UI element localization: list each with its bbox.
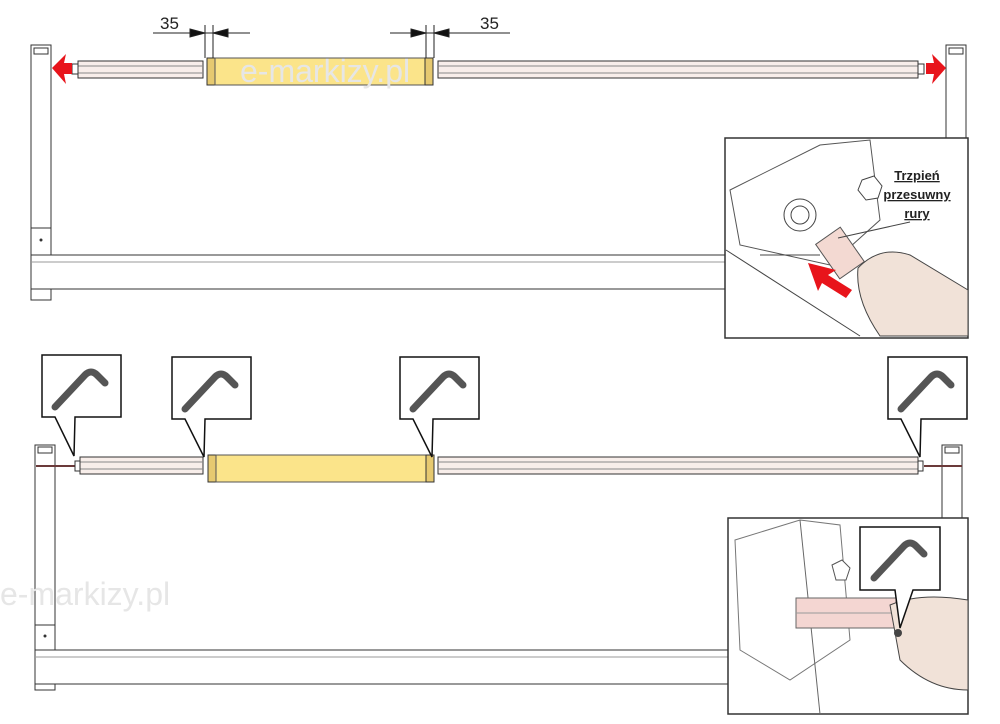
hex-key-callout-3 xyxy=(399,356,480,458)
bottom-panel: e-markizy.pl xyxy=(0,354,969,715)
left-roller-tube xyxy=(71,60,204,79)
watermark: e-markizy.pl xyxy=(0,576,170,612)
right-roller-tube xyxy=(437,456,924,475)
top-panel: e-markizy.pl 35 35 xyxy=(30,14,969,339)
dimension-right xyxy=(390,25,510,58)
dimension-left xyxy=(153,25,250,58)
hex-key-callout-1 xyxy=(41,354,122,457)
hex-key-callout-4 xyxy=(887,356,968,458)
dimension-right-label: 35 xyxy=(480,14,499,33)
inset-label-line-3: rury xyxy=(904,206,930,221)
inset-label-line-2: przesuwny xyxy=(883,187,951,202)
frame-beam xyxy=(30,254,726,290)
left-red-arrow-icon xyxy=(52,54,72,84)
right-red-arrow-icon xyxy=(926,54,946,84)
inset-sliding-pin-detail: Trzpień przesuwny rury xyxy=(724,137,969,339)
dimension-left-label: 35 xyxy=(160,14,179,33)
insert-red-arrow-icon xyxy=(808,263,852,298)
watermark: e-markizy.pl xyxy=(240,53,410,89)
inset-hex-key-detail xyxy=(727,517,969,715)
inset-label-line-1: Trzpień xyxy=(894,168,940,183)
right-side-post xyxy=(945,44,967,141)
motor-housing xyxy=(207,454,435,483)
left-roller-tube xyxy=(74,456,204,475)
hex-key-callout-2 xyxy=(171,356,252,458)
frame-beam xyxy=(34,649,729,685)
motor-housing xyxy=(206,57,434,86)
right-side-post xyxy=(941,444,963,521)
right-roller-tube xyxy=(437,60,925,79)
